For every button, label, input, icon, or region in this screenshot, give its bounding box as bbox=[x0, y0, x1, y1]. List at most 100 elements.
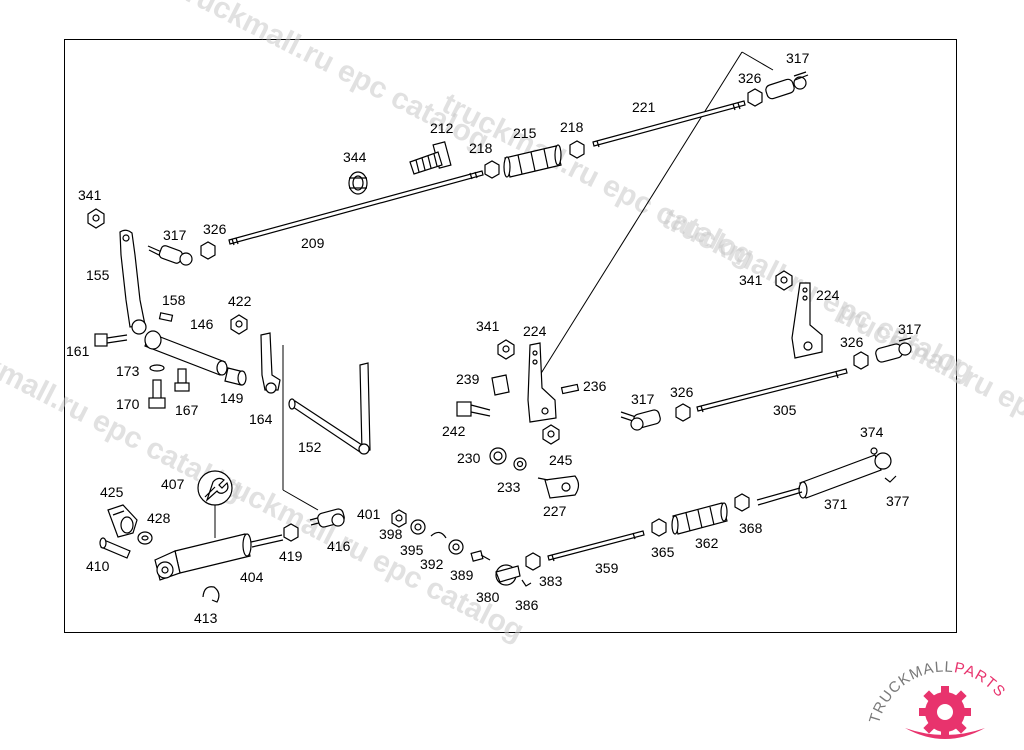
nut-383 bbox=[525, 552, 541, 571]
rod-209 bbox=[228, 170, 484, 246]
nut-341-right bbox=[775, 270, 793, 291]
part-label: 383 bbox=[539, 573, 563, 589]
part-label: 425 bbox=[100, 484, 124, 500]
part-label: 380 bbox=[476, 589, 500, 605]
nut-401 bbox=[391, 509, 407, 528]
part-label: 236 bbox=[583, 378, 607, 394]
watermark-text: truckmall.ru epc catalog bbox=[832, 297, 1024, 483]
part-label: 365 bbox=[651, 544, 675, 560]
circlip-413 bbox=[202, 586, 220, 603]
part-label: 224 bbox=[523, 323, 547, 339]
part-label: 317 bbox=[631, 391, 655, 407]
part-label: 317 bbox=[786, 50, 810, 66]
part-label: 161 bbox=[66, 343, 90, 359]
part-label: 341 bbox=[739, 272, 763, 288]
nut-365 bbox=[651, 518, 667, 537]
rod-221 bbox=[592, 100, 746, 148]
part-label: 398 bbox=[379, 526, 403, 542]
nut-419 bbox=[283, 523, 299, 542]
part-label: 152 bbox=[298, 439, 322, 455]
part-label: 362 bbox=[695, 535, 719, 551]
part-label: 173 bbox=[116, 363, 140, 379]
part-label: 215 bbox=[513, 125, 537, 141]
fitting-167 bbox=[174, 368, 190, 392]
part-label: 389 bbox=[450, 567, 474, 583]
spring-washer-395 bbox=[430, 531, 447, 539]
pin-158 bbox=[158, 312, 174, 322]
adjuster-362 bbox=[671, 502, 728, 535]
plate-227 bbox=[537, 475, 580, 499]
nut-341-mid bbox=[497, 339, 515, 360]
watermark-layer: truckmall.ru epc catalog truckmall.ru ep… bbox=[0, 0, 1024, 648]
part-label: 422 bbox=[228, 293, 252, 309]
part-label: 419 bbox=[279, 548, 303, 564]
part-label: 317 bbox=[898, 321, 922, 337]
lever-155 bbox=[119, 229, 147, 335]
nut-422 bbox=[230, 314, 248, 335]
pin-410 bbox=[99, 537, 131, 559]
nut-218-left bbox=[484, 160, 500, 179]
pin-236 bbox=[560, 383, 580, 395]
part-label: 317 bbox=[163, 227, 187, 243]
part-label: 326 bbox=[840, 334, 864, 350]
wrench-icon bbox=[197, 470, 233, 506]
part-label: 392 bbox=[420, 556, 444, 572]
leader-lines bbox=[214, 51, 774, 538]
frame-152 bbox=[288, 362, 371, 455]
bracket-224-right bbox=[791, 282, 823, 359]
damper-371 bbox=[756, 454, 882, 506]
part-label: 410 bbox=[86, 558, 110, 574]
part-label: 158 bbox=[162, 292, 186, 308]
bushing-149 bbox=[224, 367, 247, 386]
washer-233 bbox=[513, 457, 527, 471]
clip-386 bbox=[521, 579, 532, 587]
nut-245 bbox=[542, 424, 560, 445]
part-label: 212 bbox=[430, 120, 454, 136]
boot-212 bbox=[409, 141, 452, 175]
part-label: 227 bbox=[543, 503, 567, 519]
rod-359 bbox=[547, 530, 645, 562]
rod-305 bbox=[696, 368, 848, 413]
part-label: 386 bbox=[515, 597, 539, 613]
part-label: 218 bbox=[469, 140, 493, 156]
washer-173 bbox=[149, 364, 165, 372]
truckmall-parts-logo: TRUCKMALLPARTS bbox=[866, 658, 1008, 739]
part-label: 167 bbox=[175, 402, 199, 418]
part-label: 428 bbox=[147, 510, 171, 526]
grommet-344 bbox=[348, 171, 368, 195]
part-label: 371 bbox=[824, 496, 848, 512]
part-label: 416 bbox=[327, 538, 351, 554]
bolt-161 bbox=[94, 333, 128, 347]
bracket-224-mid bbox=[527, 342, 557, 423]
part-label: 149 bbox=[220, 390, 244, 406]
part-label: 224 bbox=[816, 287, 840, 303]
washer-230 bbox=[489, 447, 507, 465]
part-label: 233 bbox=[497, 479, 521, 495]
clip-239 bbox=[491, 374, 510, 396]
ball-joint-317-right bbox=[875, 337, 912, 363]
gear-icon bbox=[905, 686, 985, 739]
part-label: 146 bbox=[190, 316, 214, 332]
part-label: 245 bbox=[549, 452, 573, 468]
ball-374 bbox=[874, 452, 892, 470]
nut-368 bbox=[734, 493, 750, 512]
part-label: 155 bbox=[86, 267, 110, 283]
part-label: 407 bbox=[161, 476, 185, 492]
part-label: 341 bbox=[476, 318, 500, 334]
part-label: 326 bbox=[203, 221, 227, 237]
nut-326-left bbox=[200, 241, 216, 260]
stud-389 bbox=[470, 550, 491, 562]
part-label: 359 bbox=[595, 560, 619, 576]
part-label: 242 bbox=[442, 423, 466, 439]
part-label: 326 bbox=[670, 384, 694, 400]
part-label: 239 bbox=[456, 371, 480, 387]
parts-layer bbox=[87, 71, 912, 603]
nut-218-right bbox=[569, 140, 585, 159]
part-label: 218 bbox=[560, 119, 584, 135]
part-label: 395 bbox=[400, 542, 424, 558]
ball-374-stud bbox=[870, 447, 878, 455]
part-label: 413 bbox=[194, 610, 218, 626]
part-label: 230 bbox=[457, 450, 481, 466]
cylinder-404 bbox=[154, 533, 284, 581]
bracket-164 bbox=[260, 332, 281, 394]
